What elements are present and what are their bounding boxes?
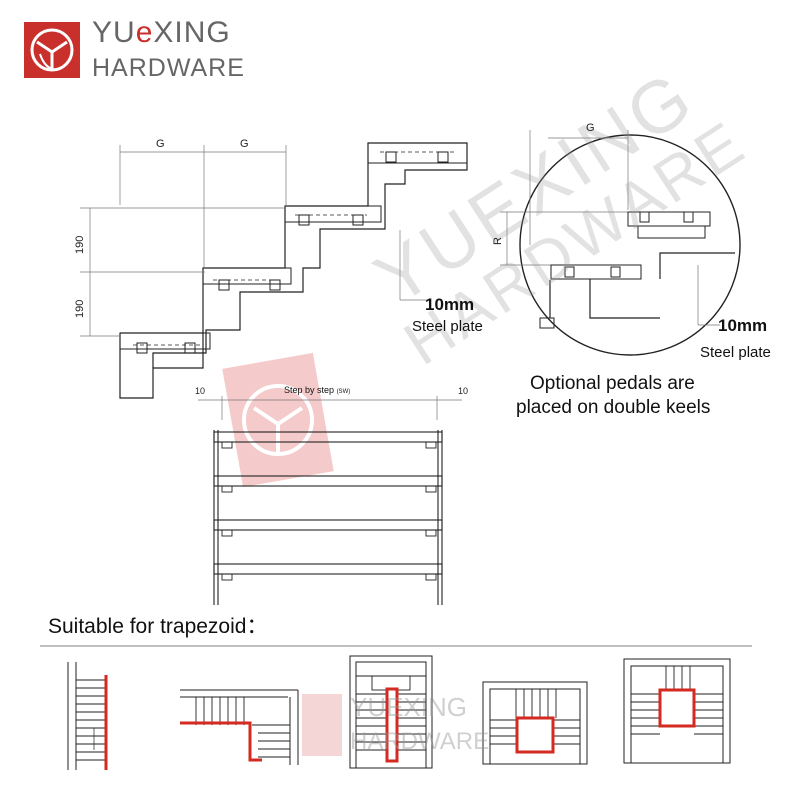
plan-square-spiral — [623, 658, 731, 764]
watermark-bottom-logo — [302, 694, 342, 756]
yuexing-logo-icon — [24, 22, 80, 78]
detail-dim-g: G — [586, 122, 595, 134]
watermark-bottom-line1: YUEXING — [350, 692, 468, 722]
optional-note-line1: Optional pedals are — [530, 373, 695, 394]
elevation-dimensions — [80, 145, 428, 337]
dim-g-2: G — [240, 138, 249, 150]
tread-2 — [202, 267, 292, 285]
watermark-logo — [222, 352, 334, 488]
front-dim-right: 10 — [458, 386, 469, 396]
tread-1 — [119, 332, 211, 350]
detail-dim-r: R — [492, 237, 504, 245]
brand-subtitle: HARDWARE — [92, 54, 245, 82]
plan-straight — [67, 662, 108, 770]
detail-plate-thickness-label: 10mm — [718, 316, 768, 335]
section-title: Suitable for trapezoid： — [48, 615, 268, 638]
stair-elevation — [119, 142, 468, 399]
dim-g-1: G — [156, 138, 165, 150]
brand-name: YUeXING — [92, 16, 231, 49]
front-view — [198, 396, 462, 605]
detail-steel-plate-label: Steel plate — [700, 344, 771, 361]
dim-190-2: 190 — [74, 299, 86, 318]
dim-190-1: 190 — [74, 235, 86, 254]
steel-plate-label: Steel plate — [412, 318, 483, 335]
optional-note: Optional pedals are placed on double kee… — [516, 372, 788, 420]
optional-note-line2: placed on double keels — [516, 397, 711, 418]
plan-square-well — [482, 681, 588, 765]
brand-logo — [24, 22, 80, 78]
plan-u-shaped — [349, 655, 433, 769]
plan-l-shaped — [180, 689, 299, 765]
front-dim-left: 10 — [195, 386, 206, 396]
detail-circle — [500, 130, 741, 356]
plate-thickness-label: 10mm — [425, 295, 475, 314]
front-view-title: Step by step (SW) — [284, 385, 351, 395]
watermark-bottom-line2: HARDWARE — [350, 728, 490, 755]
tread-3 — [284, 205, 382, 223]
tread-4 — [367, 142, 468, 164]
